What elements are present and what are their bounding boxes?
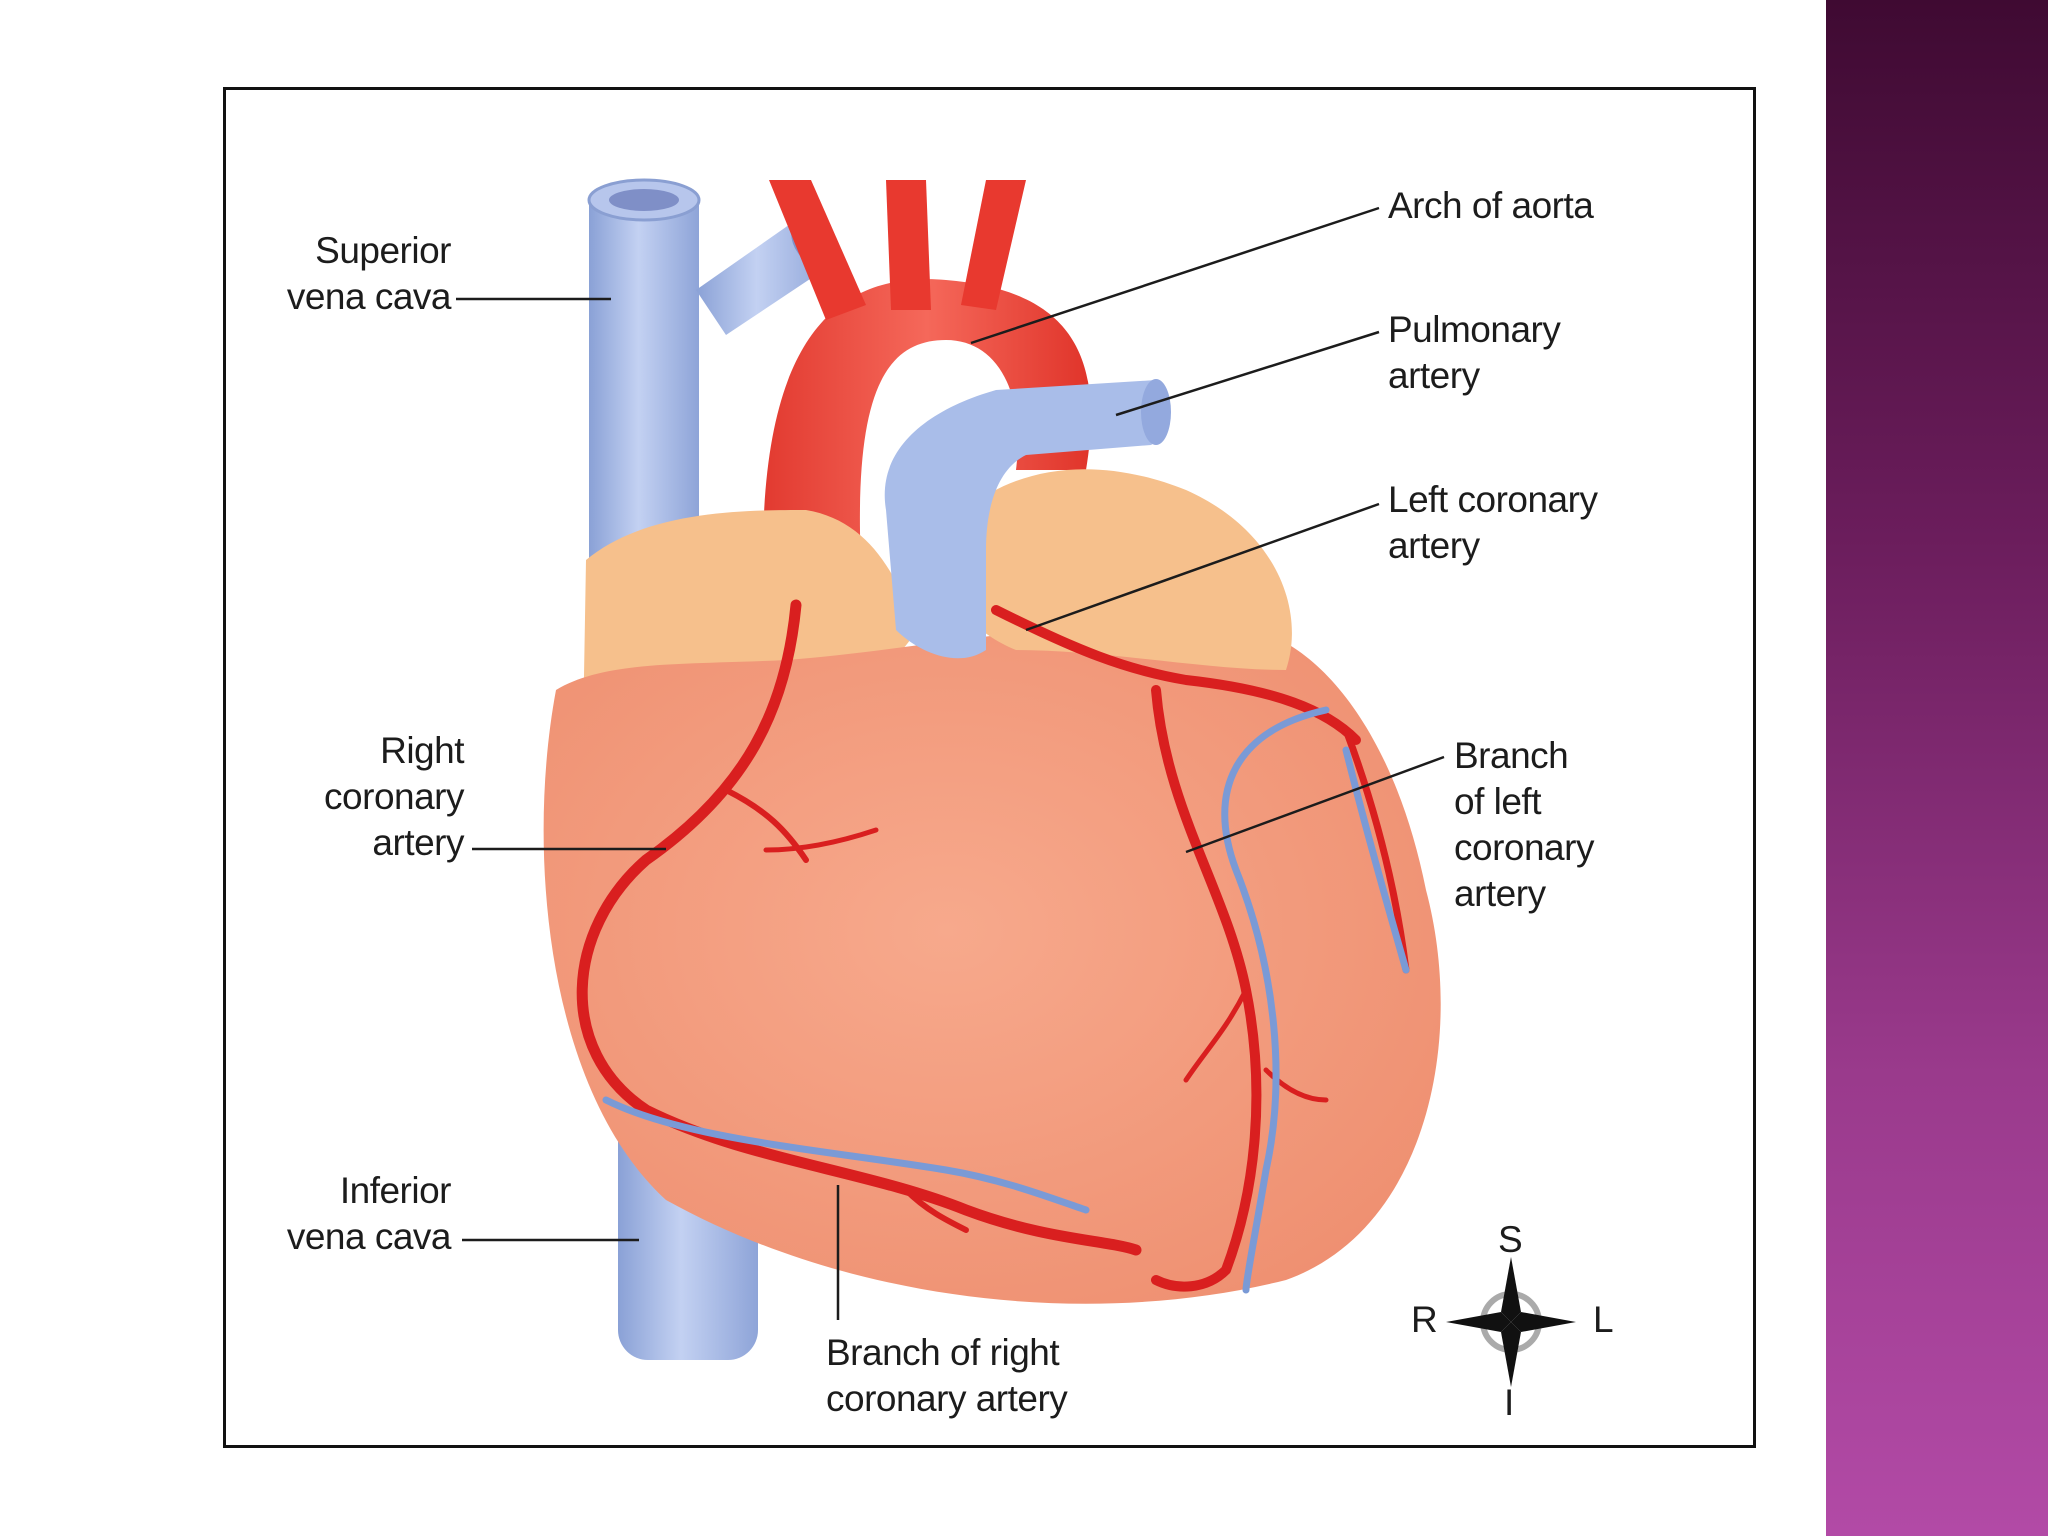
compass-label-left: L [1593,1299,1614,1340]
left-atrium [940,469,1292,670]
leader-lines [456,206,1445,1320]
heart-diagram [456,178,1576,1387]
compass-label-right: R [1411,1299,1438,1340]
compass-label-superior: S [1498,1219,1523,1260]
cardiac-veins [602,706,1410,1294]
slide-side-band [1826,0,2048,1536]
ventricles [543,624,1441,1304]
compass-label-inferior: I [1504,1382,1514,1423]
label-arch-of-aorta: Arch of aorta [1388,185,1594,226]
pulmonary-artery [884,379,1171,659]
compass-rose [1446,1257,1576,1387]
